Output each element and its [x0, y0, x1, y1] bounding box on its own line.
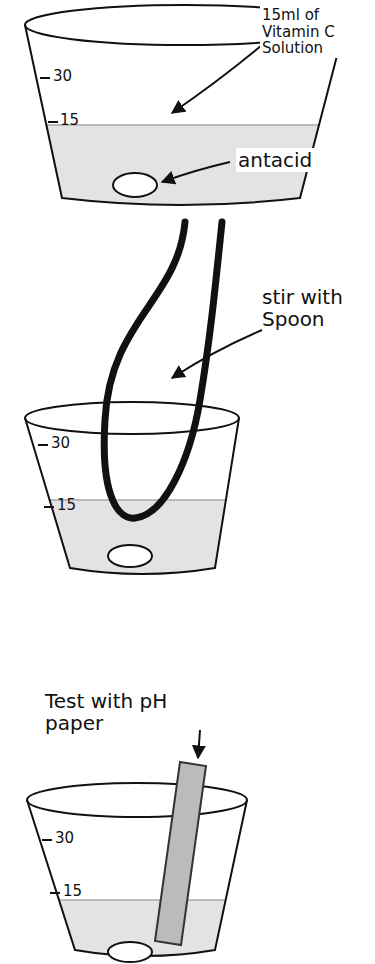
callout-label: Test with pH paper [45, 690, 225, 734]
cup-two [25, 222, 262, 574]
cup-three [27, 730, 247, 962]
scale-mark: 30 [53, 68, 72, 85]
scale-mark: 15 [60, 112, 79, 129]
callout-label: stir with Spoon [262, 286, 372, 330]
scale-mark: 30 [55, 830, 74, 847]
scale-mark: 15 [57, 497, 76, 514]
scale-mark: 30 [51, 435, 70, 452]
callout-label: antacid [236, 148, 314, 172]
callout-label: 15ml of Vitamin C Solution [260, 6, 372, 58]
scale-mark: 15 [63, 883, 82, 900]
